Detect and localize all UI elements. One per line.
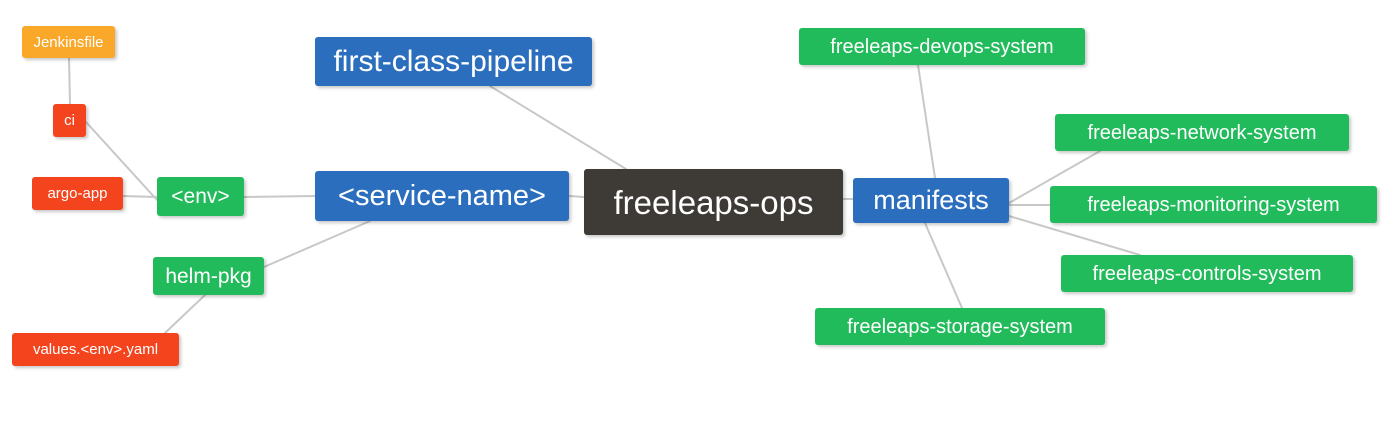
edge-helm-pkg-to-service-name [263, 220, 371, 268]
node-label-freeleaps-controls-system: freeleaps-controls-system [1092, 262, 1322, 285]
edge-manifests-to-freeleaps-storage-system [924, 222, 963, 309]
node-label-ci: ci [64, 112, 75, 129]
node-label-env: <env> [171, 185, 230, 208]
edge-argo-app-to-env [122, 195, 158, 198]
edge-env-to-service-name [243, 195, 316, 198]
node-label-service-name: <service-name> [338, 179, 546, 212]
node-label-freeleaps-monitoring-system: freeleaps-monitoring-system [1087, 193, 1340, 216]
node-manifests[interactable]: manifests [853, 178, 1009, 223]
edge-jenkinsfile-to-ci [68, 57, 71, 105]
node-label-freeleaps-storage-system: freeleaps-storage-system [847, 315, 1073, 338]
edge-first-class-pipeline-to-freeleaps-ops [489, 85, 627, 170]
node-ci[interactable]: ci [53, 104, 86, 137]
edge-values-yaml-to-helm-pkg [164, 294, 206, 334]
node-jenkinsfile[interactable]: Jenkinsfile [22, 26, 115, 58]
node-label-manifests: manifests [873, 185, 989, 215]
node-label-helm-pkg: helm-pkg [165, 264, 252, 288]
node-label-freeleaps-network-system: freeleaps-network-system [1087, 121, 1317, 144]
node-service-name[interactable]: <service-name> [315, 171, 569, 221]
edge-manifests-to-freeleaps-devops-system [917, 64, 936, 179]
node-env[interactable]: <env> [157, 177, 244, 216]
node-helm-pkg[interactable]: helm-pkg [153, 257, 264, 295]
node-freeleaps-monitoring-system[interactable]: freeleaps-monitoring-system [1050, 186, 1377, 223]
node-label-first-class-pipeline: first-class-pipeline [333, 44, 574, 78]
node-freeleaps-ops[interactable]: freeleaps-ops [584, 169, 843, 235]
node-argo-app[interactable]: argo-app [32, 177, 123, 210]
node-freeleaps-controls-system[interactable]: freeleaps-controls-system [1061, 255, 1353, 292]
node-label-values-yaml: values.<env>.yaml [32, 341, 159, 358]
node-label-argo-app: argo-app [47, 185, 108, 202]
node-freeleaps-storage-system[interactable]: freeleaps-storage-system [815, 308, 1105, 345]
node-first-class-pipeline[interactable]: first-class-pipeline [315, 37, 592, 86]
node-label-freeleaps-devops-system: freeleaps-devops-system [830, 35, 1054, 58]
node-label-freeleaps-ops: freeleaps-ops [613, 183, 814, 221]
node-values-yaml[interactable]: values.<env>.yaml [12, 333, 179, 366]
edge-service-name-to-freeleaps-ops [568, 195, 585, 198]
node-label-jenkinsfile: Jenkinsfile [33, 33, 104, 51]
node-freeleaps-network-system[interactable]: freeleaps-network-system [1055, 114, 1349, 151]
node-freeleaps-devops-system[interactable]: freeleaps-devops-system [799, 28, 1085, 65]
